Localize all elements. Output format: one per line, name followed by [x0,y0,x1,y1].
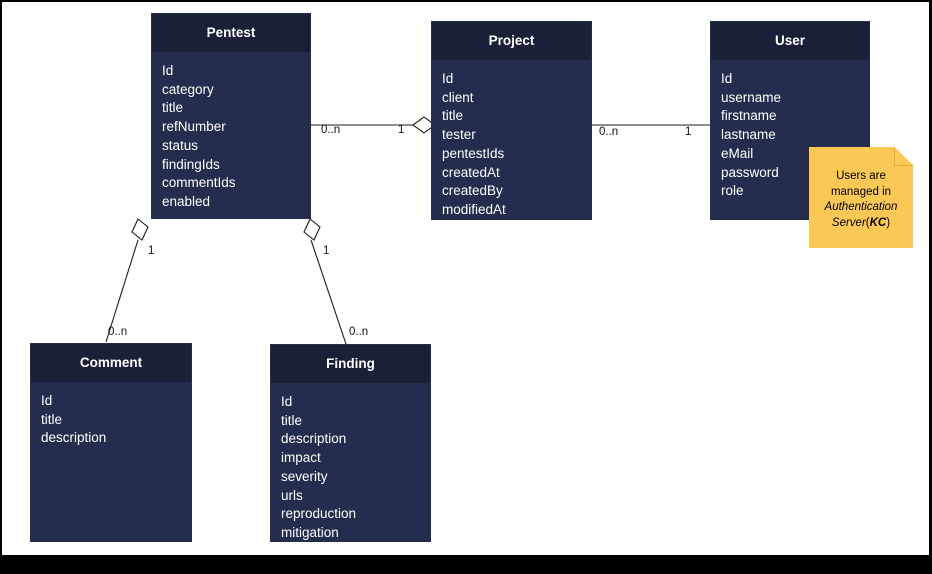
attribute-item: modifiedAt [442,201,506,217]
attribute-item: username [721,89,782,105]
attribute-item: findingIds [162,156,220,172]
note-fold-corner [894,147,913,166]
attribute-item: mitigation [281,524,339,540]
note-paren-open: ( [865,216,870,229]
attribute-item: category [162,81,214,97]
attribute-item: description [281,431,347,447]
attribute-item: description [41,430,107,446]
attribute-item: refNumber [162,119,226,135]
attribute-item: Id [162,63,174,78]
note-line-2: managed in [830,185,892,198]
class-title-user: User [711,22,869,60]
attribute-item: Id [721,71,733,86]
class-title-project: Project [432,22,591,60]
attribute-item: title [162,100,184,116]
note-kc-abbrev: KC [869,216,887,229]
attribute-item: eMail [721,145,754,161]
attribute-item: status [162,137,199,153]
class-attributes-project: Id client title tester pentestIds create… [432,60,591,220]
class-box-project[interactable]: Project Id client title tester pentestId… [431,21,592,220]
multiplicity-pentest-finding-source: 1 [323,245,330,257]
note-text: Users are managed in Authentication Serv… [809,169,913,231]
attribute-item: client [442,89,474,105]
note-line-4: Server [831,216,866,229]
attribute-item: commentIds [162,175,236,191]
class-attributes-user: Id username firstname lastname eMail pas… [711,60,869,201]
attribute-item: impact [281,450,321,466]
note-paren-close: ) [886,216,891,229]
attribute-item: severity [281,468,328,484]
attribute-item: role [721,183,744,199]
note-users-managed-externally[interactable]: Users are managed in Authentication Serv… [809,147,913,248]
class-attributes-comment: Id title description [31,382,191,448]
attribute-item: enabled [162,193,211,209]
multiplicity-project-user-target: 1 [685,126,692,138]
attribute-item: urls [281,487,303,503]
attribute-item: password [721,164,779,180]
class-box-pentest[interactable]: Pentest Id category title refNumber stat… [151,13,311,219]
aggregation-diamond-comment [131,218,149,241]
attribute-item: reproduction [281,506,357,522]
attribute-item: Id [41,393,53,408]
class-attributes-finding: Id title description impact severity url… [271,383,430,543]
attribute-item: title [281,412,303,428]
class-box-finding[interactable]: Finding Id title description impact seve… [270,344,431,542]
class-box-comment[interactable]: Comment Id title description [30,343,192,542]
attribute-item: Id [442,71,454,86]
diagram-canvas: 0..n 1 0..n 1 1 0..n 1 0..n Pentest Id c… [1,1,930,556]
multiplicity-pentest-project-source: 0..n [321,124,341,136]
class-box-user[interactable]: User Id username firstname lastname eMai… [710,21,870,220]
attribute-item: tester [442,127,476,143]
multiplicity-pentest-comment-target: 0..n [108,326,128,338]
multiplicity-pentest-project-target: 1 [398,124,405,136]
class-attributes-pentest: Id category title refNumber status findi… [152,52,310,212]
class-title-comment: Comment [31,344,191,382]
attribute-item: title [41,411,63,427]
multiplicity-project-user-source: 0..n [599,126,619,138]
aggregation-diamond-finding [303,218,321,241]
attribute-item: firstname [721,108,777,124]
attribute-item: lastname [721,127,776,143]
attribute-item: pentestIds [442,145,505,161]
class-title-finding: Finding [271,345,430,383]
attribute-item: title [442,108,464,124]
class-title-pentest: Pentest [152,14,310,52]
note-line-1: Users are [836,170,886,182]
multiplicity-pentest-finding-target: 0..n [349,326,369,338]
multiplicity-pentest-comment-source: 1 [148,245,155,257]
attribute-item: createdBy [442,183,503,199]
attribute-item: createdAt [442,164,500,180]
note-line-3: Authentication [824,201,898,213]
attribute-item: Id [281,394,293,409]
